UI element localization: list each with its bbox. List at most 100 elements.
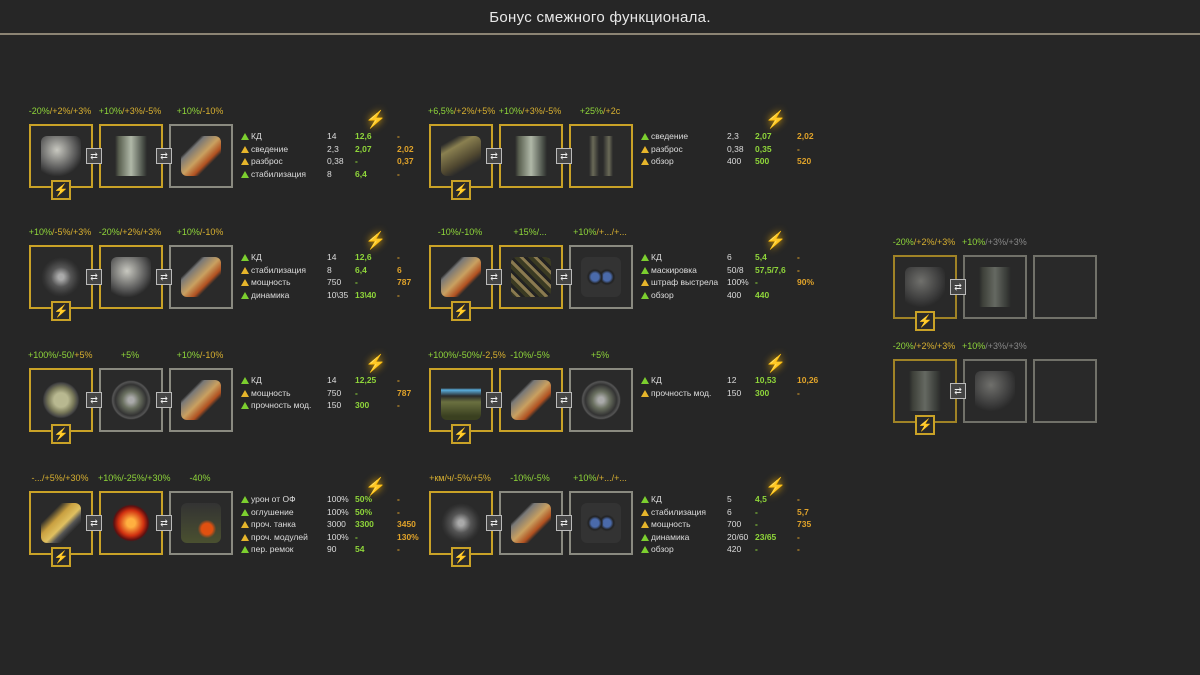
- swap-icon[interactable]: ⇄: [86, 515, 102, 531]
- stat-v3: -: [397, 494, 400, 504]
- stat-base: 0,38: [327, 156, 344, 166]
- module-slot[interactable]: [499, 245, 563, 309]
- binoculars-icon: [581, 136, 621, 176]
- module-slot[interactable]: [169, 368, 233, 432]
- module-slot[interactable]: [963, 359, 1027, 423]
- bonus-label: +25%/+2с: [568, 106, 632, 116]
- triangle-up-icon: [241, 133, 249, 140]
- swap-icon[interactable]: ⇄: [950, 279, 966, 295]
- swap-icon[interactable]: ⇄: [156, 269, 172, 285]
- swap-icon[interactable]: ⇄: [556, 148, 572, 164]
- stat-name: КД: [251, 252, 262, 262]
- bonus-label-part: +10%: [498, 106, 522, 116]
- swap-icon[interactable]: ⇄: [156, 392, 172, 408]
- module-slot[interactable]: [963, 255, 1027, 319]
- module-slot[interactable]: [29, 124, 93, 188]
- swap-icon[interactable]: ⇄: [156, 148, 172, 164]
- module-slot[interactable]: [99, 368, 163, 432]
- stat-v2: -: [355, 387, 358, 398]
- bonus-label-part: +100%/-50%/: [428, 350, 483, 360]
- module-slot[interactable]: [569, 368, 633, 432]
- module-slot[interactable]: [569, 245, 633, 309]
- stat-base: 100%: [727, 277, 749, 287]
- bonus-label-part: /-10%: [199, 227, 224, 237]
- module-slot[interactable]: [893, 255, 957, 319]
- lightning-badge-icon: ⚡: [451, 424, 471, 444]
- swap-icon[interactable]: ⇄: [950, 383, 966, 399]
- module-slot[interactable]: [99, 245, 163, 309]
- stat-base: 10\35: [327, 289, 349, 300]
- module-slot[interactable]: [499, 368, 563, 432]
- bonus-label-part: +25%: [579, 106, 603, 116]
- shell-icon: [181, 136, 221, 176]
- swap-icon[interactable]: ⇄: [486, 148, 502, 164]
- swap-icon[interactable]: ⇄: [486, 515, 502, 531]
- module-slot[interactable]: [169, 491, 233, 555]
- stat-name: урон от ОФ: [251, 494, 296, 504]
- swap-icon[interactable]: ⇄: [556, 269, 572, 285]
- module-slot[interactable]: [1033, 255, 1097, 319]
- swap-icon[interactable]: ⇄: [86, 392, 102, 408]
- module-slot[interactable]: [99, 124, 163, 188]
- module-slot[interactable]: [893, 359, 957, 423]
- stat-base: 750: [327, 277, 342, 287]
- triangle-up-icon: [241, 402, 249, 409]
- module-slot[interactable]: [499, 491, 563, 555]
- swap-icon[interactable]: ⇄: [556, 392, 572, 408]
- stat-base: 12: [727, 375, 737, 385]
- bonus-label: -.../+5%/+30%: [28, 473, 92, 483]
- module-slot[interactable]: [429, 368, 493, 432]
- bonus-label-part: /-5%/+3%: [52, 227, 92, 237]
- stat-v2: -: [755, 506, 758, 517]
- swap-icon[interactable]: ⇄: [486, 392, 502, 408]
- bonus-label: +10%/-5%/+3%: [28, 227, 92, 237]
- bonus-label: -10%/-5%: [498, 473, 562, 483]
- triangle-up-icon: [241, 170, 249, 178]
- bonus-label-part: /+2%/+3%: [913, 237, 956, 247]
- lightning-badge-icon: ⚡: [915, 415, 935, 435]
- bonus-label: +10%/+3%/+3%: [962, 237, 1027, 247]
- module-slot[interactable]: [169, 124, 233, 188]
- module-slot[interactable]: [429, 124, 493, 188]
- module-slot[interactable]: [569, 124, 633, 188]
- module-slot[interactable]: [499, 124, 563, 188]
- module-slot[interactable]: [99, 491, 163, 555]
- module-slot[interactable]: [169, 245, 233, 309]
- he-shell-icon: [41, 503, 81, 543]
- swap-icon[interactable]: ⇄: [556, 515, 572, 531]
- stat-base: 700: [727, 519, 742, 529]
- swap-icon[interactable]: ⇄: [156, 515, 172, 531]
- bonus-label-part: /+3%/+3%: [985, 341, 1027, 351]
- module-slot[interactable]: [29, 491, 93, 555]
- module-slot[interactable]: [29, 245, 93, 309]
- gun-turret-icon: [41, 136, 81, 176]
- optics-icon: [581, 503, 621, 543]
- stat-v3: 0,37: [397, 156, 414, 166]
- module-slot[interactable]: [1033, 359, 1097, 423]
- transmission-icon: [441, 503, 481, 543]
- module-slot[interactable]: [29, 368, 93, 432]
- bonus-group: +6,5%/+2%/+5%+10%/+3%/-5%+25%/+2с⇄⇄⚡⚡све…: [428, 106, 829, 216]
- stat-name: стабилизация: [251, 264, 306, 275]
- module-slot[interactable]: [429, 491, 493, 555]
- bonus-label: +100%/-50%/-2,5%: [428, 350, 506, 360]
- swap-icon[interactable]: ⇄: [86, 269, 102, 285]
- stat-name: разброс: [651, 143, 683, 154]
- stat-v3: -: [797, 264, 800, 275]
- module-slot[interactable]: [569, 491, 633, 555]
- swap-icon[interactable]: ⇄: [86, 148, 102, 164]
- stat-base: 150: [327, 400, 342, 410]
- stat-name: оглушение: [251, 506, 294, 517]
- stat-v2: 12,6: [355, 131, 372, 141]
- swap-icon[interactable]: ⇄: [486, 269, 502, 285]
- bonus-label-part: -40%: [189, 473, 211, 483]
- module-slot[interactable]: [429, 245, 493, 309]
